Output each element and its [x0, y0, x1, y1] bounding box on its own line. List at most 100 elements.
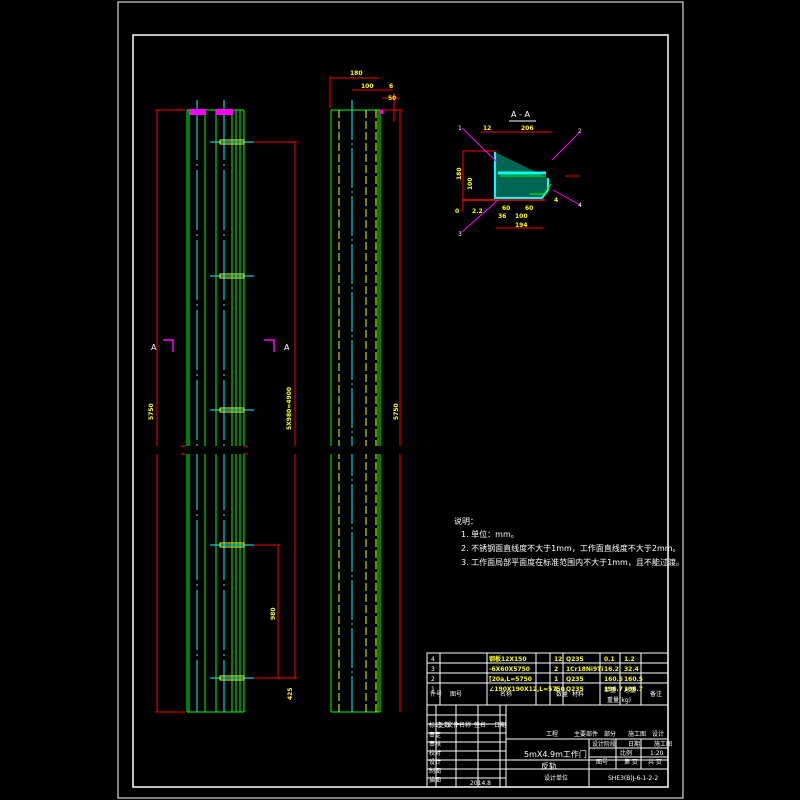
- sec-dim: 4: [554, 197, 558, 204]
- hdr-weight: 重量(kg): [607, 696, 631, 704]
- cell-name: ∠190X190X12,L=5750: [489, 686, 565, 693]
- sec-dim: 100: [515, 213, 528, 220]
- sec-dim: 100: [467, 177, 474, 190]
- rev-hdr: 签名: [474, 721, 486, 729]
- parts-header: 件号 图号 名称 数量 材料 单重 总重 重量(kg) 备注: [430, 686, 662, 704]
- cell-total: 160.5: [624, 676, 643, 683]
- cell-unit: 16.2: [604, 666, 619, 673]
- cell-qty: 2: [554, 666, 558, 673]
- design-label: 施工图: [628, 730, 646, 738]
- stiffener-plate: [219, 675, 245, 681]
- callout-1: 1: [458, 125, 462, 132]
- right-elevation: 180 100 6 50 5750: [320, 70, 410, 713]
- sec-dim: 2.2: [472, 208, 483, 215]
- role: 设计: [429, 758, 441, 766]
- role: 制图: [429, 767, 441, 775]
- stage-label: 设计阶段: [592, 740, 616, 748]
- section-label-right: A: [284, 343, 290, 352]
- role: 校对: [429, 749, 441, 757]
- cell-no: 3: [431, 666, 435, 673]
- total-label: 共 页: [648, 758, 662, 766]
- callout-2: 2: [578, 128, 582, 135]
- role: 审核: [429, 740, 441, 748]
- role: 描图: [429, 776, 441, 784]
- note-1: 1. 单位：mm。: [461, 529, 519, 539]
- sec-dim: 12: [483, 125, 491, 132]
- callout-4: 4: [578, 202, 582, 209]
- role: 审定: [429, 731, 441, 739]
- design-value: 设计: [652, 730, 664, 738]
- sec-dim: 206: [521, 125, 534, 132]
- drawing-title: 5mX4.9m工作门: [524, 749, 587, 759]
- rev-hdr: 处数: [438, 721, 450, 729]
- date-label: 日期: [628, 740, 640, 748]
- dim-pitch: 980: [270, 607, 277, 620]
- dim-top-4: 50: [388, 95, 396, 102]
- sec-dim: 0: [455, 208, 459, 215]
- cell-material: 1Cr18Ni9Ti: [566, 666, 603, 673]
- part-label: 主要部件: [574, 730, 598, 738]
- scale-label: 比例: [620, 749, 632, 757]
- hdr-total: 总重: [624, 686, 636, 694]
- cell-name: -6X60X5750: [489, 666, 530, 673]
- sec-dim: 60: [502, 205, 510, 212]
- section-title: A - A: [511, 110, 530, 119]
- outer-frame: [117, 1, 684, 799]
- dim-top-2: 100: [361, 83, 374, 90]
- cell-no: 2: [431, 676, 435, 683]
- cell-material: Q235: [566, 686, 584, 693]
- stiffener-plate: [219, 139, 245, 145]
- rev-hdr: 标记: [429, 721, 441, 729]
- title-block-text: 标记 处数 文件名称 签名 日期 审定 审核 校对 设计 制图 描图 2014.…: [429, 721, 672, 787]
- dim-overall-right: 5750: [393, 403, 400, 420]
- cell-material: Q235: [566, 676, 584, 683]
- drawing-subtitle: 反轨: [541, 761, 557, 771]
- cell-total: 196.7: [624, 686, 643, 693]
- hdr-remark: 备注: [650, 690, 662, 698]
- inner-frame: [132, 34, 669, 788]
- stiffener-plate: [219, 407, 245, 413]
- stage-value: 施工图: [654, 740, 672, 748]
- top-plate-right: [216, 109, 233, 115]
- stiffener-plate: [219, 273, 245, 279]
- project-label: 工程: [546, 730, 558, 738]
- note-2: 2. 不锈钢面直线度不大于1mm，工作面直线度不大于2mm。: [461, 543, 681, 553]
- cell-unit: 0.1: [604, 656, 615, 663]
- hdr-no: 件号: [430, 690, 442, 698]
- cell-qty: 12: [554, 656, 562, 663]
- rev-hdr: 日期: [494, 721, 506, 729]
- hdr-unit: 单重: [604, 686, 616, 694]
- hdr-qty: 数量: [556, 690, 568, 698]
- left-elevation: A A 5750 5X980=4900 980 425: [148, 100, 300, 713]
- notes: 说明： 1. 单位：mm。 2. 不锈钢面直线度不大于1mm，工作面直线度不大于…: [454, 516, 684, 567]
- cell-unit: 160.5: [604, 676, 623, 683]
- dim-spacing: 5X980=4900: [286, 387, 293, 430]
- page-label: 第 页: [624, 758, 638, 766]
- dim-overall-left: 5750: [148, 403, 155, 420]
- scale-value: 1:20: [650, 750, 664, 757]
- dim-top-3: 6: [389, 83, 393, 90]
- dim-top-1: 180: [350, 70, 363, 77]
- sec-dim: 194: [515, 222, 528, 229]
- top-plate-left: [189, 109, 206, 115]
- cell-material: Q235: [566, 656, 584, 663]
- sec-dim: 60: [525, 205, 533, 212]
- sheet-label: 图号: [596, 759, 608, 766]
- cell-total: 32.4: [624, 666, 639, 673]
- hdr-material: 材料: [572, 690, 584, 698]
- section-label: 部分: [604, 730, 616, 738]
- hdr-drawing: 图号: [450, 691, 462, 698]
- callout-3: 3: [458, 231, 462, 238]
- notes-title: 说明：: [454, 516, 478, 526]
- title-block: [426, 652, 669, 788]
- cell-no: 4: [431, 656, 435, 663]
- section-label-left: A: [151, 343, 157, 352]
- cell-unit: 196.7: [604, 686, 623, 693]
- drawing-number: SHE3(B)J-6-1-2-2: [608, 775, 658, 782]
- stiffener-plate: [219, 542, 245, 548]
- note-3: 3. 工作面局部平面度在标准范围内不大于1mm，且不能过渡。: [461, 557, 684, 567]
